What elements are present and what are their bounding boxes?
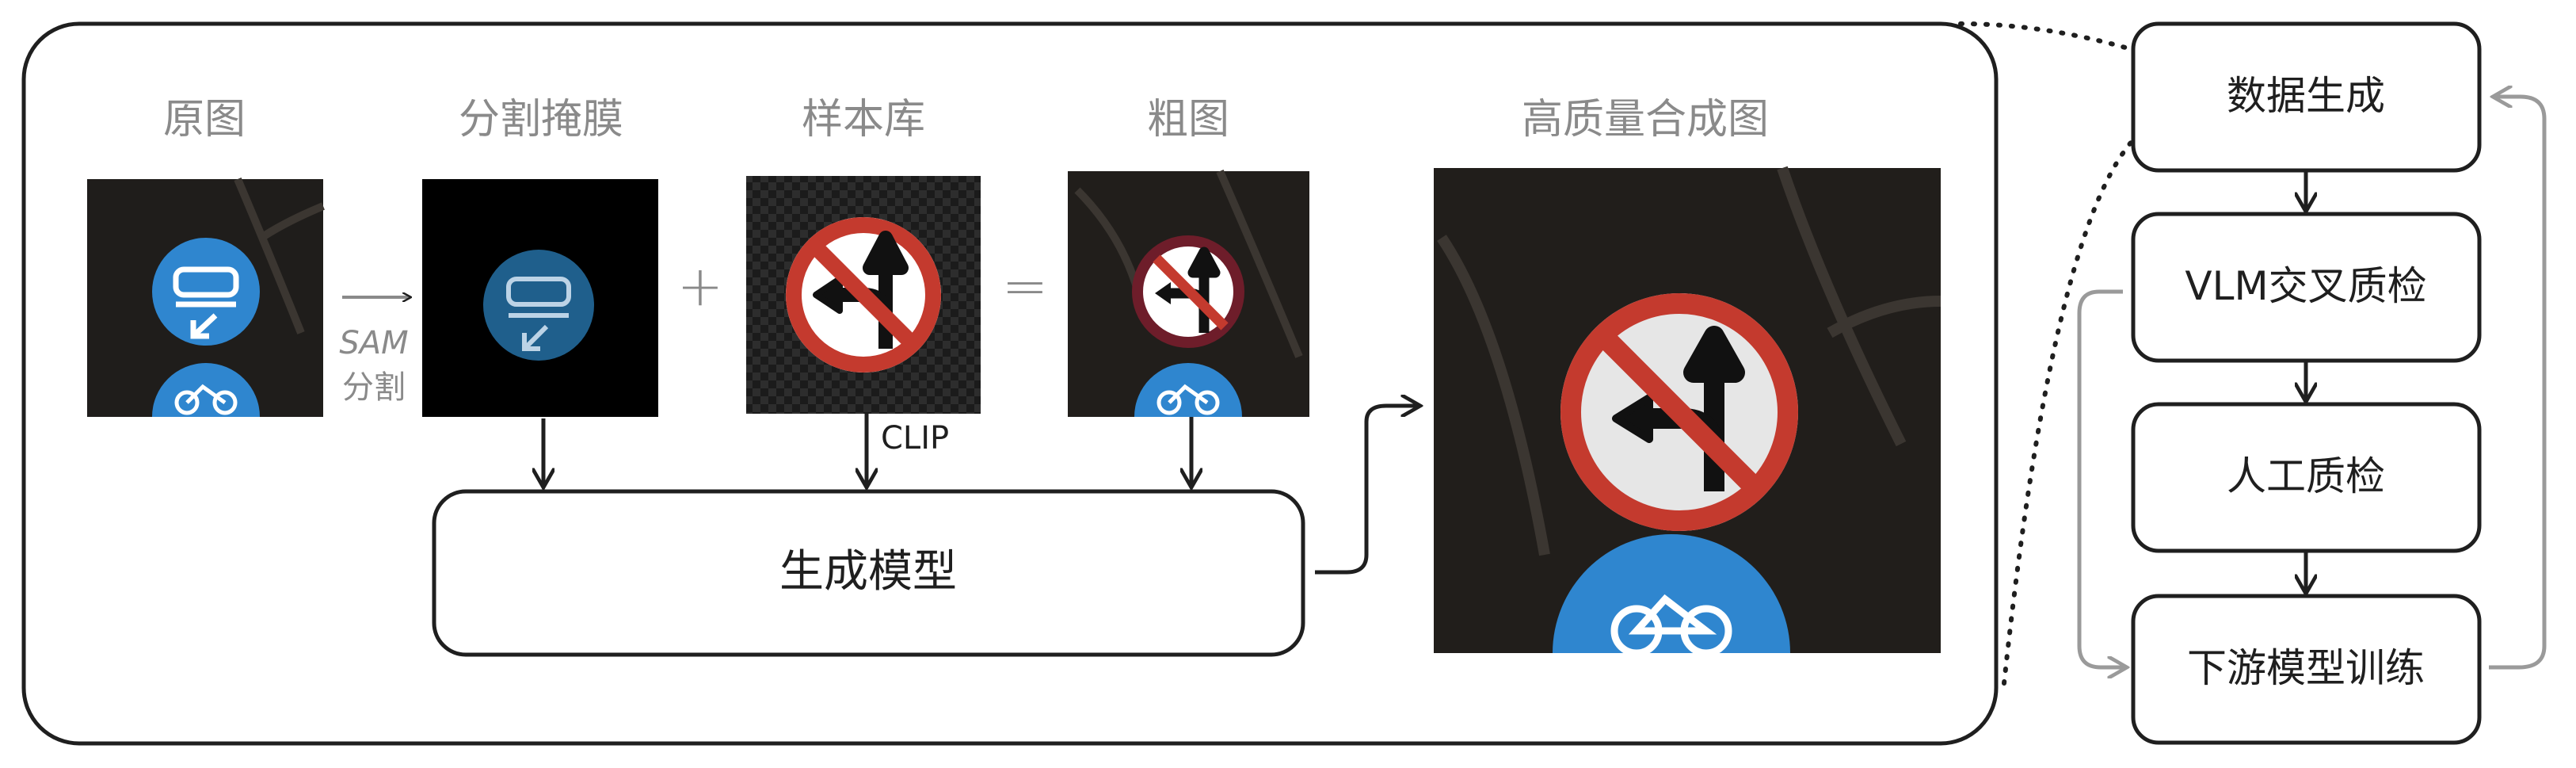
flow-step-label: 数据生成 <box>2227 73 2385 119</box>
dotted-connector-bottom <box>2002 140 2133 686</box>
flow-step-label: 人工质检 <box>2227 453 2385 499</box>
image-rough <box>1068 169 1309 417</box>
flow-step-label: 下游模型训练 <box>2187 645 2425 691</box>
pipeline-panel <box>21 21 1999 746</box>
label-original: 原图 <box>163 96 246 143</box>
image-original <box>87 178 325 417</box>
label-mask: 分割掩膜 <box>459 96 623 143</box>
label-rough: 粗图 <box>1147 96 1229 143</box>
sam-label: SAM <box>339 325 408 361</box>
flow-step-downstream-training: 下游模型训练 <box>2131 594 2482 745</box>
clip-label: CLIP <box>881 420 949 457</box>
flow-step-manual-check: 人工质检 <box>2131 402 2482 553</box>
flow-step-label: VLM交叉质检 <box>2185 263 2426 309</box>
loop-vlm-to-training <box>2077 289 2126 667</box>
sam-label-cn: 分割 <box>342 369 406 406</box>
image-sample <box>746 176 981 414</box>
label-hq: 高质量合成图 <box>1522 96 1769 143</box>
arrow-generator-to-hq <box>1315 406 1419 575</box>
label-sample-library: 样本库 <box>802 96 925 143</box>
equals-operator: = <box>1002 254 1049 319</box>
loop-training-to-generation <box>2489 97 2547 670</box>
plus-operator: + <box>677 254 724 319</box>
dotted-connector-top <box>1958 21 2133 52</box>
image-mask <box>422 179 658 417</box>
flow-step-vlm-check: VLM交叉质检 <box>2131 212 2482 363</box>
generator-label: 生成模型 <box>779 546 957 598</box>
image-hq <box>1434 166 1942 657</box>
generator-box <box>432 489 1305 657</box>
flow-step-data-generation: 数据生成 <box>2131 21 2482 173</box>
